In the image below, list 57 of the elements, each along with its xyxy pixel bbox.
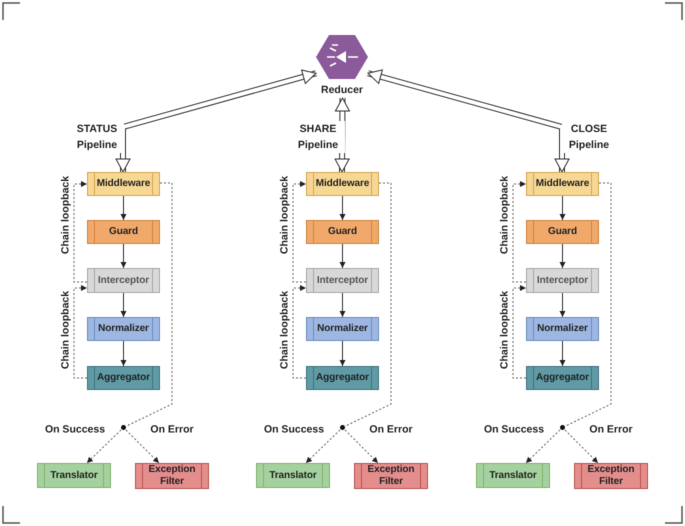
arrow xyxy=(340,196,346,220)
dotted-arrow xyxy=(512,181,526,282)
dotted-arrow xyxy=(292,181,306,282)
dotted-arrow xyxy=(512,285,526,378)
dotted-arrow xyxy=(74,181,88,282)
exception-filter-box: Exception Filter xyxy=(354,463,428,489)
translator-box: Translator xyxy=(256,463,330,488)
translator-box: Translator xyxy=(476,463,550,488)
aggregator-box: Aggregator xyxy=(526,366,599,390)
interceptor-box: Interceptor xyxy=(87,268,160,293)
normalizer-box: Normalizer xyxy=(87,317,160,341)
dotted-arrow xyxy=(525,429,560,464)
interceptor-box: Interceptor xyxy=(526,268,599,293)
double-arrow xyxy=(116,69,317,172)
aggregator-box: Aggregator xyxy=(306,366,379,390)
edge-label: Chain loopback xyxy=(498,290,512,370)
normalizer-box: Normalizer xyxy=(306,317,379,341)
dotted-arrow xyxy=(292,285,306,378)
edge-label: Chain loopback xyxy=(278,174,292,256)
exception-filter-box: Exception Filter xyxy=(135,463,209,489)
double-arrow xyxy=(367,69,570,172)
junction-dot xyxy=(340,425,345,430)
arrow xyxy=(340,340,346,366)
edge-label: Chain loopback xyxy=(60,174,72,256)
edge-label: Chain loopback xyxy=(278,290,292,370)
guard-box: Guard xyxy=(306,220,379,244)
dotted-arrow xyxy=(344,430,378,464)
dotted-arrow xyxy=(126,430,160,464)
junction-dot xyxy=(121,425,126,430)
dotted-arrow xyxy=(305,429,340,464)
dotted-arrow xyxy=(86,429,122,464)
guard-box: Guard xyxy=(87,220,160,244)
arrow xyxy=(120,244,126,268)
arrow xyxy=(120,292,126,318)
dotted-arrow xyxy=(74,285,88,378)
edge-label: Chain loopback xyxy=(498,174,512,256)
dotted-arrow xyxy=(564,430,598,464)
edge-label: Chain loopback xyxy=(60,290,72,370)
arrow xyxy=(560,244,566,268)
middleware-box: Middleware xyxy=(87,172,160,196)
junction-dot xyxy=(560,425,565,430)
guard-box: Guard xyxy=(526,220,599,244)
normalizer-box: Normalizer xyxy=(526,317,599,341)
exception-filter-box: Exception Filter xyxy=(574,463,648,489)
arrow xyxy=(120,196,126,220)
arrow xyxy=(340,244,346,268)
arrow xyxy=(560,340,566,366)
arrow xyxy=(340,292,346,318)
reducer-label: Reducer xyxy=(320,84,364,96)
arrow xyxy=(560,292,566,318)
middleware-box: Middleware xyxy=(306,172,379,196)
arrow xyxy=(560,196,566,220)
interceptor-box: Interceptor xyxy=(306,268,379,293)
arrow xyxy=(120,340,126,366)
middleware-box: Middleware xyxy=(526,172,599,196)
aggregator-box: Aggregator xyxy=(87,366,160,390)
translator-box: Translator xyxy=(37,463,111,488)
